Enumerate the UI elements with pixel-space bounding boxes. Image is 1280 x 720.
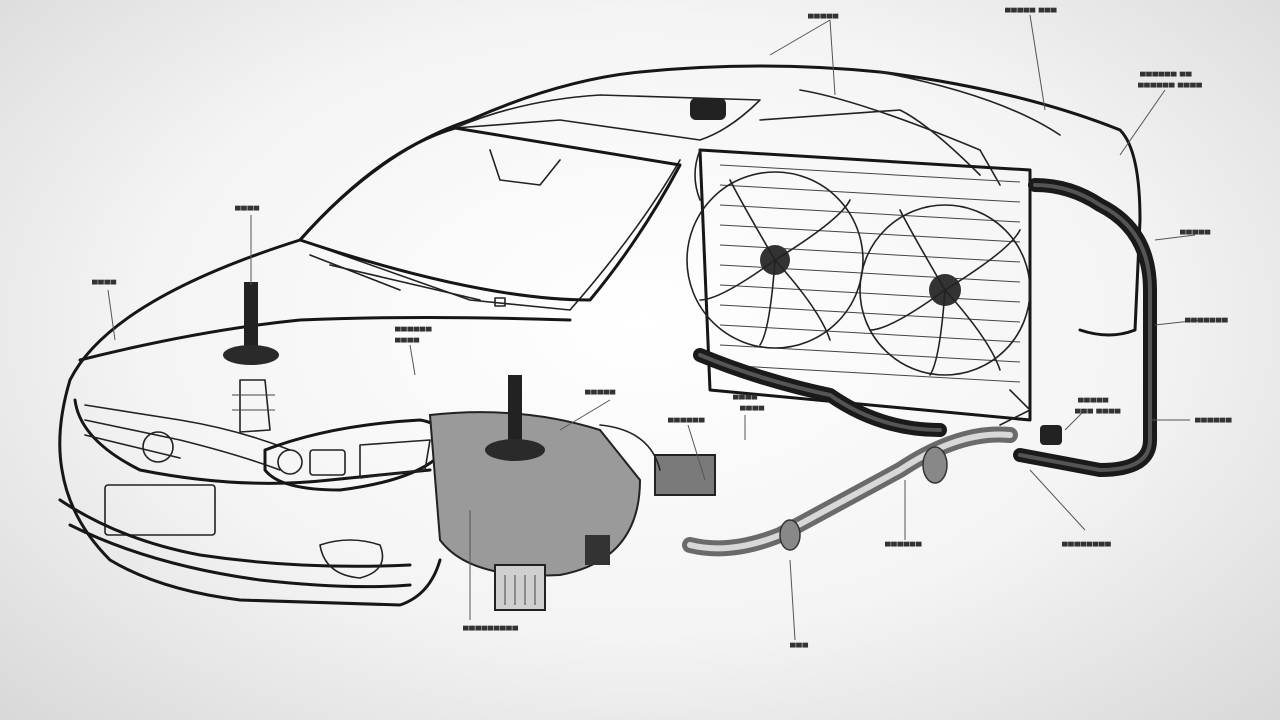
label-right-top-2: ▀▀▀▀▀▀ ▀▀▀▀ xyxy=(1138,83,1203,92)
label-fan-2: ▀▀▀▀▀ xyxy=(1078,398,1109,407)
front-fascia xyxy=(58,316,572,589)
side-window xyxy=(759,109,981,176)
leader-lines xyxy=(107,14,1201,641)
label-bottom-center: ▀▀▀ xyxy=(790,643,809,652)
label-center-2: ▀▀▀▀ xyxy=(395,338,420,347)
label-pipe-1: ▀▀▀▀ xyxy=(733,395,758,404)
label-right-mid: ▀▀▀▀▀ xyxy=(585,390,616,399)
coolant-hoses xyxy=(690,98,1157,477)
windshield xyxy=(298,126,682,307)
pump-cluster xyxy=(428,375,716,611)
label-engine-1: ▀▀▀▀▀▀ xyxy=(668,418,706,427)
water-pump xyxy=(494,564,546,611)
radiator-assembly xyxy=(686,148,1032,426)
label-bottom-right: ▀▀▀▀▀▀▀▀ xyxy=(1062,542,1112,551)
label-right-top-1: ▀▀▀▀▀▀ ▀▀ xyxy=(1140,72,1193,81)
radiator-fins xyxy=(719,164,1021,383)
hood-strut xyxy=(223,282,279,433)
headlight xyxy=(263,418,448,492)
fog-lamp xyxy=(319,539,384,579)
thermostat-housing xyxy=(654,454,716,496)
reservoir-cap xyxy=(690,98,726,120)
label-hose-1: ▀▀▀ ▀▀▀▀ xyxy=(1075,409,1121,418)
hood-edge xyxy=(299,159,681,311)
roof-glass xyxy=(454,94,761,141)
label-fan-1: ▀▀▀▀ xyxy=(740,406,765,415)
label-right-side-1: ▀▀▀▀▀ xyxy=(1180,230,1211,239)
label-hood-stand: ▀▀▀▀ xyxy=(235,206,260,215)
label-left-front: ▀▀▀▀ xyxy=(92,280,117,289)
label-bottom-mid: ▀▀▀▀▀▀ xyxy=(885,542,923,551)
label-center-1: ▀▀▀▀▀▀ xyxy=(395,327,433,336)
pump-stand xyxy=(508,375,522,445)
wiper-2 xyxy=(329,264,481,301)
mirror-mount xyxy=(489,149,561,186)
wiper-pivot xyxy=(494,297,506,307)
label-top-center: ▀▀▀▀▀ xyxy=(808,14,839,23)
label-bottom-left: ▀▀▀▀▀▀▀▀▀ xyxy=(463,626,519,635)
grille-badge xyxy=(142,431,174,463)
label-right-side-2: ▀▀▀▀▀▀▀ xyxy=(1185,318,1229,327)
wiper-1 xyxy=(309,254,401,291)
fan-left xyxy=(686,171,864,349)
license-plate xyxy=(104,484,216,536)
fan-right xyxy=(859,204,1031,376)
label-top-right: ▀▀▀▀▀ ▀▀▀ xyxy=(1005,8,1058,17)
lower-pipe xyxy=(682,426,1018,557)
label-right-low: ▀▀▀▀▀▀ xyxy=(1195,418,1233,427)
